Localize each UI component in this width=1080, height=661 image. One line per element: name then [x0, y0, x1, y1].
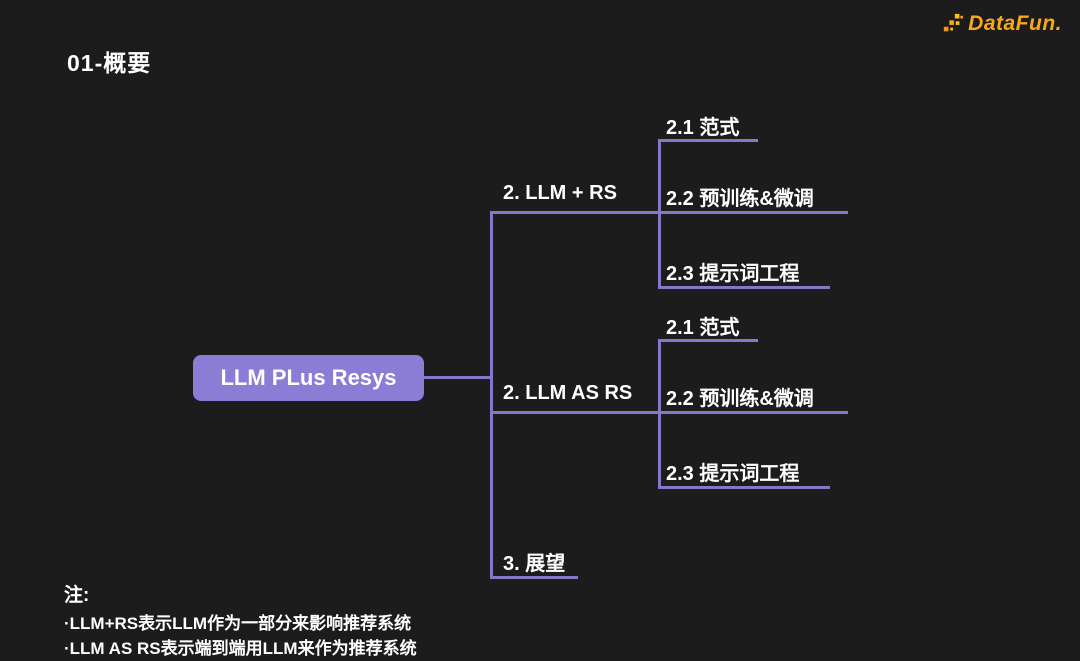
connector-line	[424, 376, 490, 379]
footnotes: 注: ·LLM+RS表示LLM作为一部分来影响推荐系统 ·LLM AS RS表示…	[64, 580, 417, 661]
node-underline	[658, 211, 848, 214]
branch-label-llm-plus-rs: 2. LLM + RS	[503, 182, 617, 204]
child-label-pretrain-finetune: 2.2 预训练&微调	[666, 188, 814, 210]
child-label-prompt-engineering: 2.3 提示词工程	[666, 263, 800, 285]
connector-line	[658, 139, 661, 289]
child-label-paradigm: 2.1 范式	[666, 117, 740, 139]
mindmap-root-node: LLM PLus Resys	[193, 355, 424, 401]
node-underline	[490, 211, 658, 214]
datafun-logo-text: DataFun.	[968, 12, 1062, 35]
branch-label-outlook: 3. 展望	[503, 553, 566, 575]
datafun-logo: DataFun.	[942, 12, 1062, 36]
page-title: 01-概要	[67, 50, 152, 76]
child-label-paradigm: 2.1 范式	[666, 317, 740, 339]
node-underline	[490, 576, 578, 579]
connector-line	[490, 211, 493, 579]
datafun-logo-icon	[943, 13, 964, 32]
node-underline	[658, 411, 848, 414]
node-underline	[658, 139, 758, 142]
child-label-pretrain-finetune: 2.2 预训练&微调	[666, 388, 814, 410]
node-underline	[658, 286, 830, 289]
footnote-line: ·LLM AS RS表示端到端用LLM来作为推荐系统	[64, 639, 417, 658]
connector-line	[658, 339, 661, 489]
footnote-line: ·LLM+RS表示LLM作为一部分来影响推荐系统	[64, 614, 412, 633]
node-underline	[658, 486, 830, 489]
footnote-heading: 注:	[64, 585, 90, 606]
branch-label-llm-as-rs: 2. LLM AS RS	[503, 382, 633, 404]
child-label-prompt-engineering: 2.3 提示词工程	[666, 463, 800, 485]
node-underline	[490, 411, 658, 414]
node-underline	[658, 339, 758, 342]
